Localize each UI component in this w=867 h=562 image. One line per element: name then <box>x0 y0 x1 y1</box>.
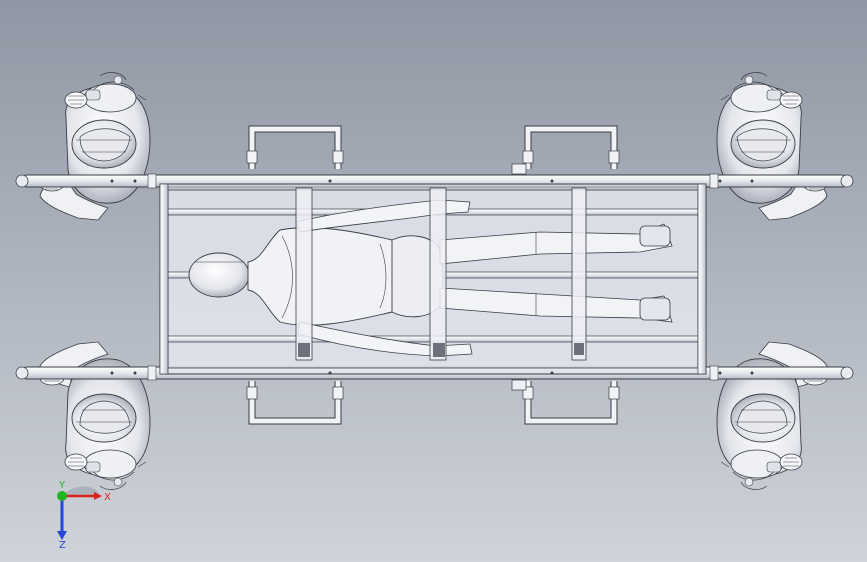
bearer-top-left[interactable] <box>39 72 151 221</box>
handle-bottom-left[interactable] <box>247 381 343 421</box>
z-axis-label: Z <box>59 540 66 548</box>
x-axis-arrowhead <box>94 492 102 500</box>
handle-top-left[interactable] <box>247 129 343 169</box>
bearer-bottom-right[interactable] <box>716 341 828 490</box>
handle-top-right[interactable] <box>523 129 619 169</box>
z-axis-arrowhead <box>57 531 67 540</box>
bearer-top-right[interactable] <box>716 72 828 221</box>
y-axis-dot <box>57 491 67 501</box>
bearer-bottom-left[interactable] <box>39 341 151 490</box>
restraint-straps[interactable] <box>295 187 587 361</box>
handle-bottom-right[interactable] <box>523 381 619 421</box>
orientation-triad: X Y Z <box>57 480 111 548</box>
x-axis-label: X <box>104 492 111 503</box>
y-axis-label: Y <box>58 480 66 491</box>
